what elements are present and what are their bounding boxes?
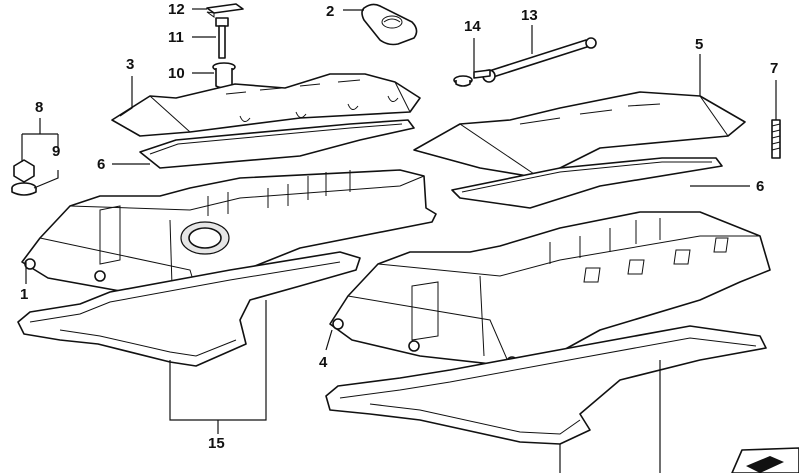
callout-8: 8 — [35, 99, 44, 116]
callout-9: 9 — [52, 143, 61, 160]
callout-12: 12 — [168, 1, 185, 18]
callout-11: 11 — [168, 29, 184, 46]
corner-tag-icon — [731, 447, 799, 473]
callout-3: 3 — [126, 56, 135, 73]
callout-14: 14 — [464, 18, 481, 35]
part-13-rod — [482, 37, 597, 83]
part-15-left-bottom-gasket — [17, 251, 361, 367]
callout-6-left: 6 — [97, 156, 106, 173]
callout-10: 10 — [168, 65, 185, 82]
part-12-clip — [206, 3, 244, 18]
callout-5: 5 — [695, 36, 704, 53]
callout-2: 2 — [326, 3, 335, 20]
part-6-right-gasket — [451, 157, 723, 209]
leader-lines — [21, 8, 777, 473]
callout-6-right: 6 — [756, 178, 765, 195]
callout-1: 1 — [20, 286, 29, 303]
part-7-stud — [771, 119, 781, 159]
part-2-cap — [361, 3, 418, 46]
part-8-9-nut-washer — [11, 159, 37, 196]
part-11-bolt — [215, 17, 229, 59]
part-14-bolt — [453, 69, 491, 87]
part-3-left-cover — [111, 73, 421, 137]
callout-15: 15 — [208, 435, 225, 452]
callout-13: 13 — [521, 7, 538, 24]
callout-4: 4 — [319, 354, 328, 371]
part-6-left-gasket — [139, 119, 415, 169]
callout-7: 7 — [770, 60, 779, 77]
